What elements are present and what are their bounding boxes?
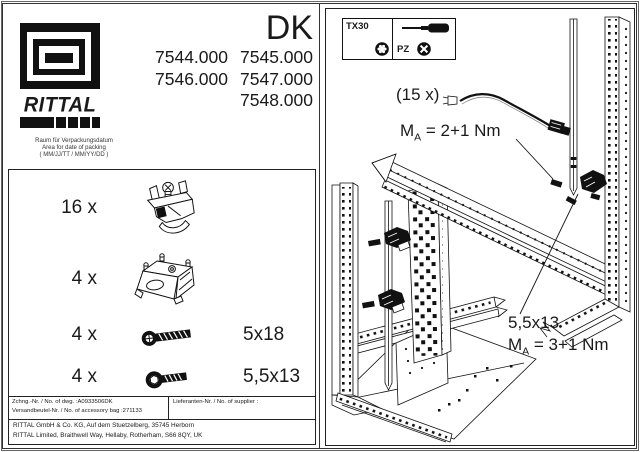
screwdriver-icon — [402, 23, 449, 33]
part-qty: 4 x — [71, 365, 97, 387]
packing-note-en: Area for date of packing — [42, 145, 106, 151]
assembly-diagram-panel: TX30 PZ — [325, 8, 635, 446]
product-header: DK 7544.000 7545.000 7546.000 7547.000 754… — [143, 9, 313, 112]
rittal-logo: RITTAL — [20, 23, 100, 128]
flange-screw-icon — [145, 370, 187, 388]
torx-size-label: TX30 — [346, 21, 369, 32]
packing-date-note: Raum für Verpackungsdatum Area for date … — [24, 138, 124, 159]
part-qty: 16 x — [61, 197, 97, 218]
cable-qty-label: (15 x) — [396, 85, 440, 104]
accessory-bag-number: 271133 — [122, 408, 142, 414]
packing-note-de: Raum für Verpackungsdatum — [35, 138, 113, 144]
product-line-code: DK — [265, 9, 313, 47]
pan-head-screw-icon — [141, 328, 191, 346]
model-numbers-row: 7546.000 7547.000 — [143, 69, 313, 91]
model-numbers-row: 7544.000 7545.000 — [143, 47, 313, 69]
model-number: 7545.000 — [240, 47, 313, 67]
brand-name: RITTAL — [23, 93, 97, 117]
rittal-logo-bar — [20, 117, 100, 128]
model-number: 7546.000 — [155, 68, 228, 89]
supplier-label: Lieferanten-Nr. / No. of supplier : — [173, 399, 259, 405]
part-row: 4 x 5x18 — [9, 312, 315, 357]
part-size: 5,5x13 — [243, 365, 301, 387]
torque-spec-1: MA = 2+1 Nm — [400, 121, 501, 144]
cage-clamp-icon — [146, 180, 195, 234]
packing-note-format: ( MM/JJ/TT / MM/YY/DD ) — [39, 152, 109, 158]
left-panel: RITTAL DK 7544.000 7545.000 7546.000 7547.… — [2, 3, 319, 449]
torque-value: MA = 3+1 Nm — [508, 335, 609, 358]
title-block-left: Zchng.-Nr. / No. of dwg. :A0933506DK Ver… — [9, 397, 169, 419]
model-number: 7547.000 — [240, 68, 313, 89]
frame-assembly-drawing — [331, 16, 631, 443]
parts-list: 16 x — [8, 169, 316, 397]
model-numbers-row: 7548.000 — [143, 90, 313, 112]
mounting-bracket-icon — [134, 253, 195, 305]
pozidriv-bit-icon — [417, 42, 431, 56]
title-block: Zchng.-Nr. / No. of dwg. :A0933506DK Ver… — [8, 396, 316, 420]
manufacturer-addresses: RITTAL GmbH & Co. KG, Auf dem Stuetzelbe… — [8, 419, 316, 445]
torque-spec-2: 5,5x13 MA = 3+1 Nm — [508, 312, 609, 362]
part-row: 16 x — [9, 170, 315, 246]
torx-tool-cell: TX30 — [343, 19, 393, 59]
screw-size-label: 5,5x13 — [508, 313, 560, 332]
part-qty: 4 x — [71, 268, 97, 289]
supplier-number-cell: Lieferanten-Nr. / No. of supplier : — [169, 397, 315, 419]
address-uk: RITTAL Limited, Braithwell Way, Hellaby,… — [13, 431, 203, 439]
part-row: 4 x 5,5x13 — [9, 357, 315, 396]
part-row: 4 x — [9, 246, 315, 312]
rittal-logo-mark — [20, 23, 100, 89]
drawing-number-row: Zchng.-Nr. / No. of dwg. :A0933506DK — [12, 399, 113, 405]
part-qty: 4 x — [71, 323, 97, 345]
panel-divider — [319, 3, 320, 449]
model-number: 7544.000 — [155, 47, 228, 67]
address-germany: RITTAL GmbH & Co. KG, Auf dem Stuetzelbe… — [13, 422, 195, 429]
torx-bit-icon — [375, 42, 389, 56]
model-number: 7548.000 — [240, 90, 313, 110]
accessory-bag-row: Versandbeutel-Nr. / No. of accessory bag… — [12, 408, 142, 414]
pozidriv-tool-cell: PZ — [393, 19, 455, 59]
pozidriv-label: PZ — [397, 43, 410, 55]
tool-requirements: TX30 PZ — [342, 18, 456, 60]
drawing-number: A0933506DK — [77, 399, 113, 405]
part-size: 5x18 — [243, 323, 285, 345]
